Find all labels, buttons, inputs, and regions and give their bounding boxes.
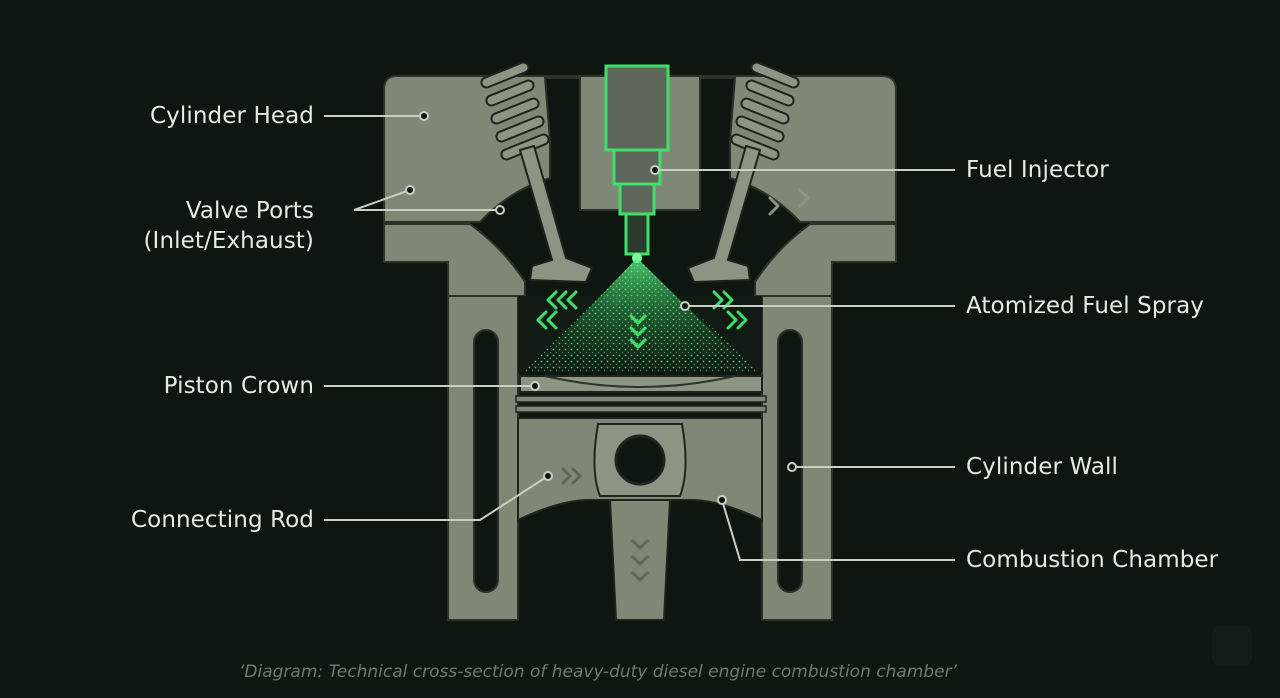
valve-right	[686, 144, 762, 284]
label-valve-ports: Valve Ports	[185, 198, 314, 224]
label-piston-crown: Piston Crown	[163, 373, 314, 399]
valve-spring-left	[480, 61, 550, 161]
label-cylinder-head: Cylinder Head	[150, 103, 314, 129]
coolant-slot-right	[777, 329, 803, 593]
label-combustion-chamber: Combustion Chamber	[966, 547, 1219, 573]
skirt-chevron	[560, 466, 583, 486]
piston-ring-1	[515, 395, 767, 403]
left-port-block	[383, 223, 526, 297]
diagram-caption: ‘Diagram: Technical cross-section of hea…	[238, 662, 958, 682]
corner-overlay-button[interactable]	[1212, 626, 1252, 666]
label-cylinder-wall: Cylinder Wall	[966, 454, 1118, 480]
connecting-rod	[608, 499, 672, 621]
label-atomized-fuel-spray: Atomized Fuel Spray	[966, 293, 1205, 319]
rod-chevrons	[630, 538, 650, 583]
coolant-slot-left	[473, 329, 499, 593]
label-valve-ports-sub: (Inlet/Exhaust)	[143, 228, 314, 254]
label-connecting-rod: Connecting Rod	[131, 507, 314, 533]
swirl-arrows-green	[536, 290, 748, 349]
label-fuel-injector: Fuel Injector	[966, 157, 1109, 183]
leader-lines	[324, 115, 955, 561]
piston-ring-2	[515, 405, 767, 413]
valve-left	[518, 144, 594, 284]
right-port-block	[754, 223, 897, 297]
flow-arrows-grey	[768, 188, 810, 216]
fuel-injector	[604, 64, 670, 263]
wrist-pin	[614, 434, 666, 486]
leader-dots	[405, 111, 797, 505]
piston-bowl	[544, 375, 736, 388]
fuel-spray-particles	[520, 258, 760, 372]
